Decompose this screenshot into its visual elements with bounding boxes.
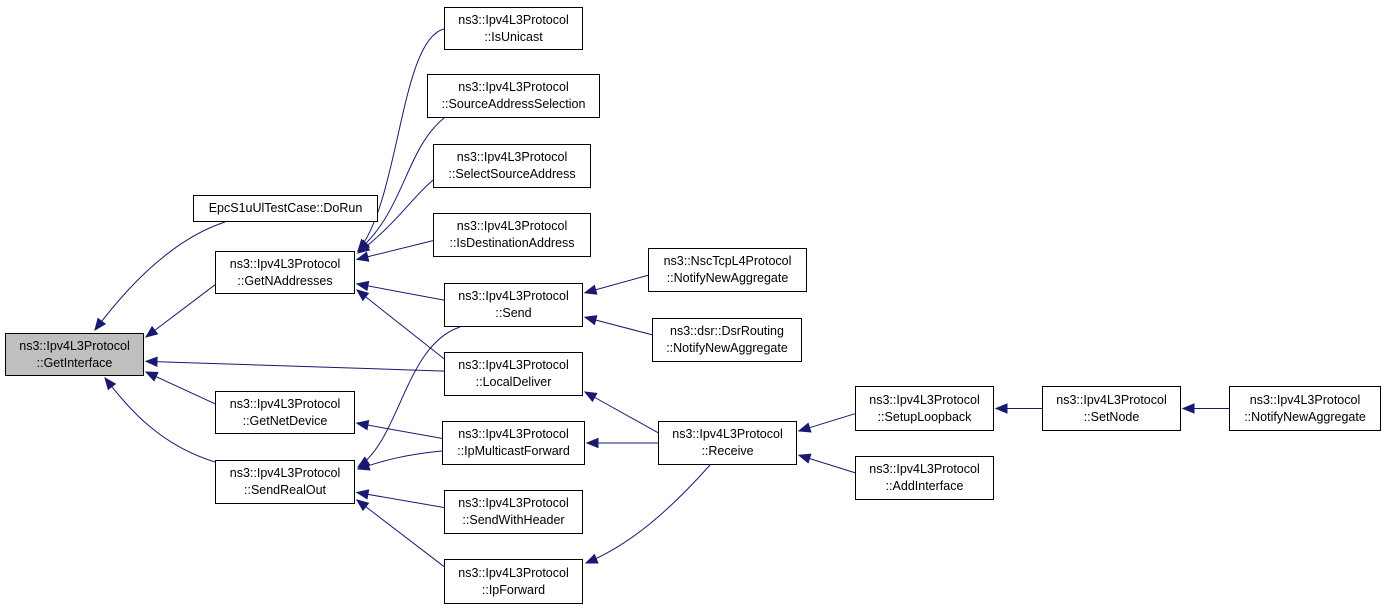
node-sourceaddrsel-line2: ::SourceAddressSelection	[441, 97, 586, 111]
edge-receive-to-localdeliver	[583, 391, 659, 434]
node-sendwithheader[interactable]: ns3::Ipv4L3Protocol ::SendWithHeader	[444, 490, 583, 534]
edge-sendrealout-to-getinterface	[104, 376, 216, 463]
node-dorun[interactable]: EpcS1uUlTestCase::DoRun	[193, 195, 378, 222]
node-sendrealout-line2: ::SendRealOut	[244, 483, 326, 497]
node-selectsrcaddr[interactable]: ns3::Ipv4L3Protocol ::SelectSourceAddres…	[433, 144, 591, 188]
node-notifynewagg-line1: ns3::Ipv4L3Protocol	[1249, 392, 1361, 407]
node-sendrealout[interactable]: ns3::Ipv4L3Protocol ::SendRealOut	[215, 460, 355, 504]
edge-ipmcastfwd-to-sendrealout	[356, 450, 443, 471]
node-dsrrouting[interactable]: ns3::dsr::DsrRouting ::NotifyNewAggregat…	[652, 318, 802, 362]
node-notifynewagg[interactable]: ns3::Ipv4L3Protocol ::NotifyNewAggregate	[1229, 386, 1381, 431]
edge-setuploopback-to-receive	[797, 413, 856, 433]
node-sendwithheader-line1: ns3::Ipv4L3Protocol	[458, 496, 569, 510]
node-ipmcastfwd-line2: ::IpMulticastForward	[457, 444, 570, 458]
node-isunicast[interactable]: ns3::Ipv4L3Protocol ::IsUnicast	[444, 7, 583, 50]
node-getnetdevice-line2: ::GetNetDevice	[242, 413, 328, 428]
node-dorun-line1: EpcS1uUlTestCase::DoRun	[208, 201, 363, 215]
node-dsrrouting-line1: ns3::dsr::DsrRouting	[670, 324, 784, 338]
node-dsrrouting-line2: ::NotifyNewAggregate	[666, 341, 788, 355]
edge-setnode-to-setuploopback	[994, 403, 1042, 414]
node-ipforward[interactable]: ns3::Ipv4L3Protocol ::IpForward	[444, 559, 583, 604]
node-send-line1: ns3::Ipv4L3Protocol	[458, 289, 569, 303]
node-getnaddresses[interactable]: ns3::Ipv4L3Protocol ::GetNAddresses	[215, 251, 355, 294]
node-receive[interactable]: ns3::Ipv4L3Protocol ::Receive	[658, 421, 797, 465]
node-addinterface-line2: ::AddInterface	[885, 479, 964, 493]
node-localdeliver[interactable]: ns3::Ipv4L3Protocol ::LocalDeliver	[444, 352, 583, 396]
edge-sourceaddrsel-to-getnaddresses	[357, 117, 445, 252]
node-getnaddresses-line2: ::GetNAddresses	[237, 273, 333, 288]
node-localdeliver-line1: ns3::Ipv4L3Protocol	[458, 358, 569, 372]
node-isdestaddr-line2: ::IsDestinationAddress	[449, 236, 575, 250]
node-receive-line2: ::Receive	[701, 444, 754, 458]
node-ipmcastfwd-line1: ns3::Ipv4L3Protocol	[458, 427, 569, 441]
edge-ipmcastfwd-to-getnetdevice	[355, 420, 443, 439]
edge-addinterface-to-receive	[797, 453, 856, 474]
edge-sendwithheader-to-sendrealout	[355, 489, 445, 508]
node-ipmcastfwd[interactable]: ns3::Ipv4L3Protocol ::IpMulticastForward	[442, 421, 585, 465]
edge-ipforward-to-sendrealout	[355, 499, 445, 567]
edge-dsrrouting-to-send	[583, 315, 653, 336]
node-sendwithheader-line2: ::SendWithHeader	[462, 513, 565, 527]
node-send[interactable]: ns3::Ipv4L3Protocol ::Send	[444, 283, 583, 327]
node-getinterface[interactable]: ns3::Ipv4L3Protocol ::GetInterface	[5, 333, 144, 376]
edge-localdeliver-to-getinterface	[144, 356, 445, 372]
edge-getnaddresses-to-getinterface	[144, 284, 216, 338]
edge-receive-to-ipforward	[584, 464, 711, 564]
edge-send-to-getnaddresses	[355, 280, 445, 301]
node-selectsrcaddr-line1: ns3::Ipv4L3Protocol	[456, 150, 568, 164]
node-addinterface-line1: ns3::Ipv4L3Protocol	[869, 462, 980, 476]
node-isunicast-line1: ns3::Ipv4L3Protocol	[458, 12, 569, 27]
node-getnaddresses-line1: ns3::Ipv4L3Protocol	[229, 256, 341, 271]
edge-nsctcp-to-send	[583, 274, 649, 295]
node-setuploopback[interactable]: ns3::Ipv4L3Protocol ::SetupLoopback	[855, 386, 994, 431]
node-getinterface-line2: ::GetInterface	[36, 355, 113, 370]
node-receive-line1: ns3::Ipv4L3Protocol	[672, 427, 783, 441]
node-sourceaddrsel[interactable]: ns3::Ipv4L3Protocol ::SourceAddressSelec…	[427, 74, 600, 118]
node-sendrealout-line1: ns3::Ipv4L3Protocol	[229, 466, 341, 480]
node-setnode[interactable]: ns3::Ipv4L3Protocol ::SetNode	[1042, 386, 1181, 431]
node-getnetdevice[interactable]: ns3::Ipv4L3Protocol ::GetNetDevice	[215, 391, 355, 434]
node-nsctcp-line1: ns3::NscTcpL4Protocol	[663, 254, 792, 268]
node-ipforward-line1: ns3::Ipv4L3Protocol	[458, 565, 569, 580]
node-getnetdevice-line1: ns3::Ipv4L3Protocol	[229, 396, 341, 411]
node-isunicast-line2: ::IsUnicast	[484, 29, 543, 44]
node-setnode-line2: ::SetNode	[1083, 409, 1140, 424]
edge-receive-to-ipmcastfwd	[585, 437, 658, 449]
node-sourceaddrsel-line1: ns3::Ipv4L3Protocol	[458, 80, 569, 94]
node-notifynewagg-line2: ::NotifyNewAggregate	[1244, 409, 1366, 424]
node-send-line2: ::Send	[495, 306, 532, 320]
node-nsctcp-line2: ::NotifyNewAggregate	[666, 271, 789, 285]
node-setuploopback-line2: ::SetupLoopback	[877, 409, 972, 424]
edge-notifynewagg-to-setnode	[1181, 403, 1229, 414]
node-nsctcp[interactable]: ns3::NscTcpL4Protocol ::NotifyNewAggrega…	[648, 248, 807, 292]
node-getinterface-line1: ns3::Ipv4L3Protocol	[19, 338, 130, 353]
node-setuploopback-line1: ns3::Ipv4L3Protocol	[869, 392, 980, 407]
edge-getnetdevice-to-getinterface	[144, 371, 216, 405]
node-addinterface[interactable]: ns3::Ipv4L3Protocol ::AddInterface	[855, 456, 994, 500]
node-isdestaddr-line1: ns3::Ipv4L3Protocol	[456, 219, 568, 233]
node-setnode-line1: ns3::Ipv4L3Protocol	[1056, 392, 1167, 407]
edge-selectsrcaddr-to-getnaddresses	[356, 179, 434, 254]
node-selectsrcaddr-line2: ::SelectSourceAddress	[448, 167, 576, 181]
node-isdestaddr[interactable]: ns3::Ipv4L3Protocol ::IsDestinationAddre…	[433, 213, 591, 257]
edge-isdestaddr-to-getnaddresses	[355, 240, 434, 262]
edge-localdeliver-to-getnaddresses	[355, 289, 445, 360]
edge-dorun-to-getinterface	[94, 221, 226, 332]
node-localdeliver-line2: ::LocalDeliver	[475, 375, 552, 389]
node-ipforward-line2: ::IpForward	[481, 582, 546, 597]
